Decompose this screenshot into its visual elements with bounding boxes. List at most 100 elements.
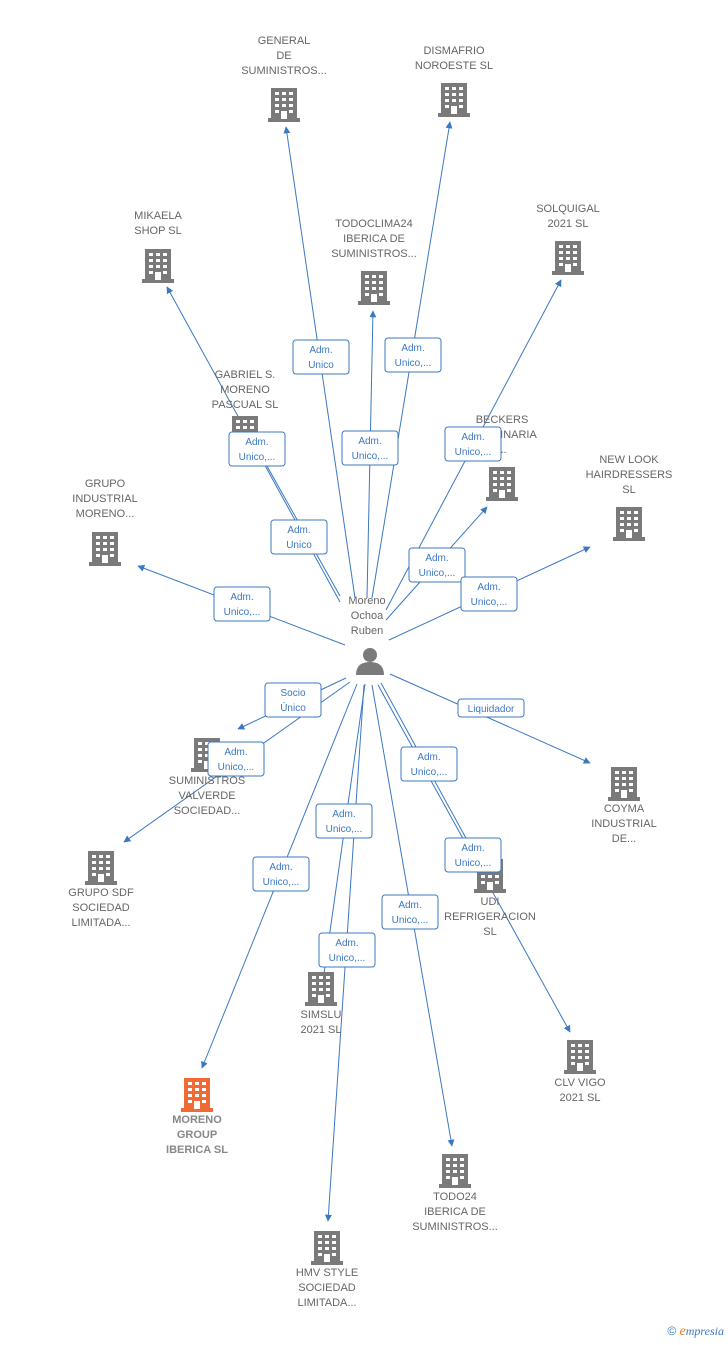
edge-label-box [444,837,502,873]
company-node-suministros[interactable]: SUMINISTROSVALVERDESOCIEDAD... [169,738,245,817]
company-name-line: SHOP SL [134,225,182,237]
building-icon [142,249,174,283]
edge-label-morenogroup[interactable]: Adm.Unico,... [252,856,310,892]
edge-label-line: Unico,... [352,451,389,462]
edge-label-box [318,932,376,968]
edge-label-hmv[interactable]: Adm.Unico,... [318,932,376,968]
edge-label-line: Adm. [230,592,253,603]
company-name-line: ... [497,444,506,456]
company-node-grupoind[interactable]: GRUPOINDUSTRIALMORENO... [72,478,138,566]
company-name-line: SOCIEDAD [72,902,130,914]
company-name-line: DISMAFRIO [423,45,485,57]
edge-label-line: Unico,... [392,915,429,926]
company-name-line: PASCUAL SL [212,399,279,411]
edge-label-box [228,431,286,467]
edge-label-mikaela[interactable]: Adm.Unico,... [228,431,286,467]
building-icon [268,88,300,122]
copyright-symbol: © [667,1324,677,1338]
edge-label-line: Adm. [287,525,310,536]
edge-label-line: Adm. [401,343,424,354]
edge-label-grupoind[interactable]: Adm.Unico,... [213,586,271,622]
edge-label-line: Adm. [461,432,484,443]
building-icon [181,1078,213,1112]
edge-label-box [207,741,265,777]
company-name-line: SOCIEDAD... [174,805,241,817]
edge-label-line: Unico [308,360,334,371]
edge-label-line: Unico,... [411,767,448,778]
company-node-newlook[interactable]: NEW LOOK HAIRDRESSERS SL [586,454,673,541]
person-name-line: Ruben [351,625,383,637]
company-node-gruposdf[interactable]: GRUPO SDFSOCIEDADLIMITADA... [68,851,134,929]
company-name-line: HMV STYLE [296,1267,358,1279]
brand-initial: e [679,1324,686,1339]
company-name-line: DE [276,50,291,62]
company-name-line: HAIRDRESSERS [586,469,673,481]
edge-label-simslu[interactable]: Adm.Unico,... [315,803,373,839]
edge-label-newlook[interactable]: Adm.Unico,... [460,576,518,612]
edge-label-todo24[interactable]: Adm. Unico,... [381,894,439,930]
edge-label-line: Unico [286,540,312,551]
edge-label-solquigal[interactable]: Adm.Unico,... [444,426,502,462]
edge-label-beckers[interactable]: Adm.Unico,... [408,547,466,583]
edge-label-udi[interactable]: Adm.Unico,... [400,746,458,782]
edge-label-line: Unico,... [455,858,492,869]
edge-label-line: Adm. [477,582,500,593]
company-name-line: DE... [612,833,636,845]
edge-label-line: Adm. [224,747,247,758]
edge-label-gruposdf[interactable]: Adm.Unico,... [207,741,265,777]
company-name-line: MORENO [172,1114,222,1126]
company-name-line: IBERICA DE [424,1206,486,1218]
edge-label-box [381,894,439,930]
company-name-line: NEW LOOK [599,454,659,466]
building-icon [552,241,584,275]
nodes-layer: GENERALDESUMINISTROS...DISMAFRIONOROESTE… [68,35,672,1309]
company-name-line: CLV VIGO [554,1077,606,1089]
company-name-line: SUMINISTROS... [241,65,327,77]
company-name-line: SUMINISTROS... [412,1221,498,1233]
person-icon [356,648,384,675]
edge-label-box [400,746,458,782]
edge-label-dismafrio[interactable]: Adm.Unico,... [384,337,442,373]
company-node-general[interactable]: GENERALDESUMINISTROS... [241,35,327,122]
company-name-line: SOCIEDAD [298,1282,356,1294]
edge-label-coyma[interactable]: Liquidador [457,698,525,718]
company-node-hmv[interactable]: HMV STYLESOCIEDADLIMITADA... [296,1231,358,1309]
person-name-line: Moreno [348,595,385,607]
building-icon [439,1154,471,1188]
edge-label-todoclima[interactable]: Adm. Unico,... [341,430,399,466]
building-icon [486,467,518,501]
edge-label-line: Adm. [269,862,292,873]
edge-label-line: Adm. [398,900,421,911]
person-name-line: Ochoa [351,610,384,622]
edge-label-box [408,547,466,583]
company-name-line: IBERICA DE [343,233,405,245]
building-icon [608,767,640,801]
company-name-line: SL [483,926,496,938]
footer-brand[interactable]: © empresia [667,1324,724,1340]
edge-label-box [341,430,399,466]
company-name-line: LIMITADA... [71,917,130,929]
edge-label-clvvigo[interactable]: Adm.Unico,... [444,837,502,873]
company-name-line: GRUPO [85,478,126,490]
edge-label-general[interactable]: Adm.Unico [292,339,350,375]
edge-label-line: Unico,... [419,568,456,579]
edge-label-box [292,339,350,375]
company-node-coyma[interactable]: COYMAINDUSTRIALDE... [591,767,657,845]
edge-label-line: Adm. [358,436,381,447]
edge-label-gabriel[interactable]: Adm. Unico [270,519,328,555]
company-name-line: SL [622,484,635,496]
company-name-line: IBERICA SL [166,1144,228,1156]
